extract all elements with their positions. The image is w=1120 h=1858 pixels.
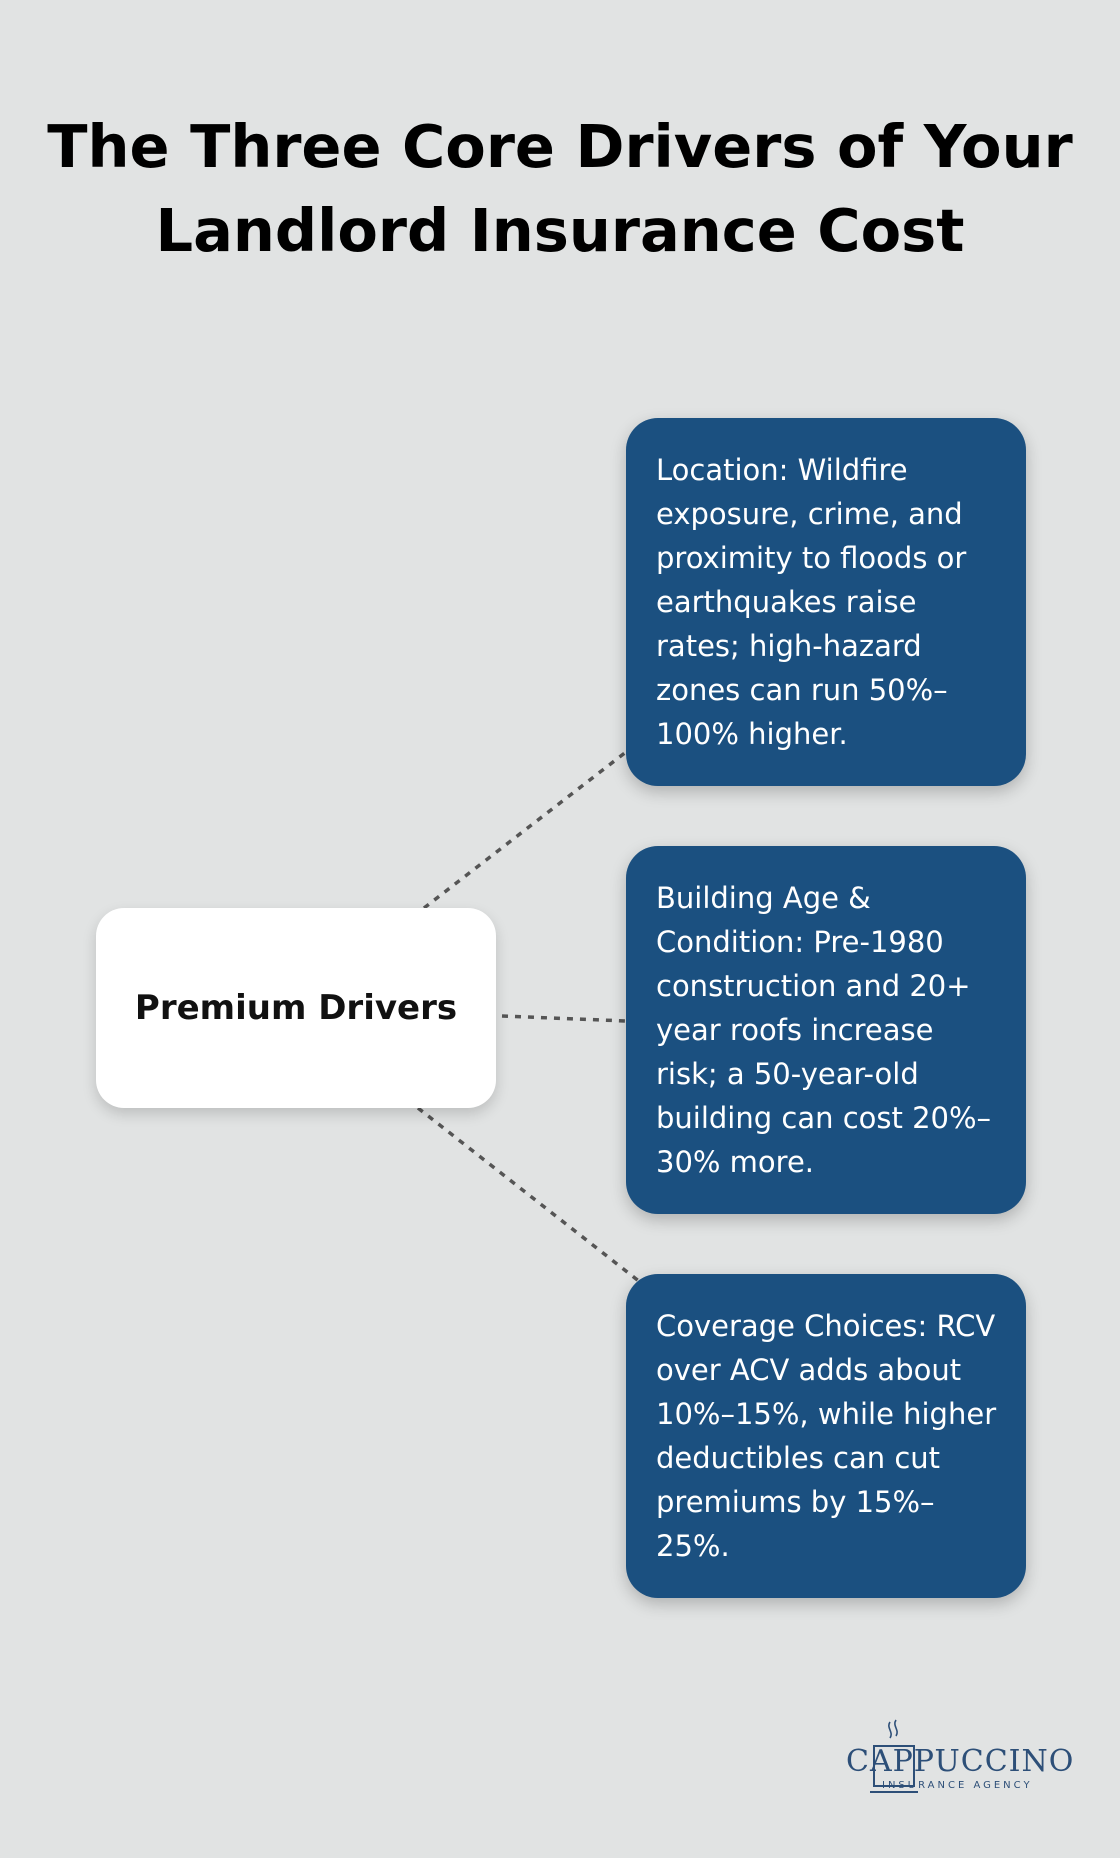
driver-card-text: Location: Wildfire exposure, crime, and …: [656, 453, 967, 751]
coffee-cup-icon: [870, 1719, 918, 1793]
connector-line-location: [422, 750, 628, 910]
center-node: Premium Drivers: [96, 908, 496, 1108]
driver-card-location: Location: Wildfire exposure, crime, and …: [626, 418, 1026, 786]
center-node-label: Premium Drivers: [134, 988, 458, 1028]
driver-card-building-age: Building Age & Condition: Pre-1980 const…: [626, 846, 1026, 1214]
connector-line-coverage: [416, 1106, 642, 1284]
driver-card-text: Coverage Choices: RCV over ACV adds abou…: [656, 1309, 997, 1563]
driver-card-coverage: Coverage Choices: RCV over ACV adds abou…: [626, 1274, 1026, 1598]
brand-logo: CAPPUCCINO INSURANCE AGENCY: [846, 1718, 1073, 1798]
logo-tagline: INSURANCE AGENCY: [882, 1780, 1033, 1791]
connector-line-building: [501, 1014, 627, 1023]
logo-name: CAPPUCCINO: [846, 1744, 1075, 1779]
page-title: The Three Core Drivers of Your Landlord …: [47, 112, 1073, 265]
driver-card-text: Building Age & Condition: Pre-1980 const…: [656, 881, 992, 1179]
